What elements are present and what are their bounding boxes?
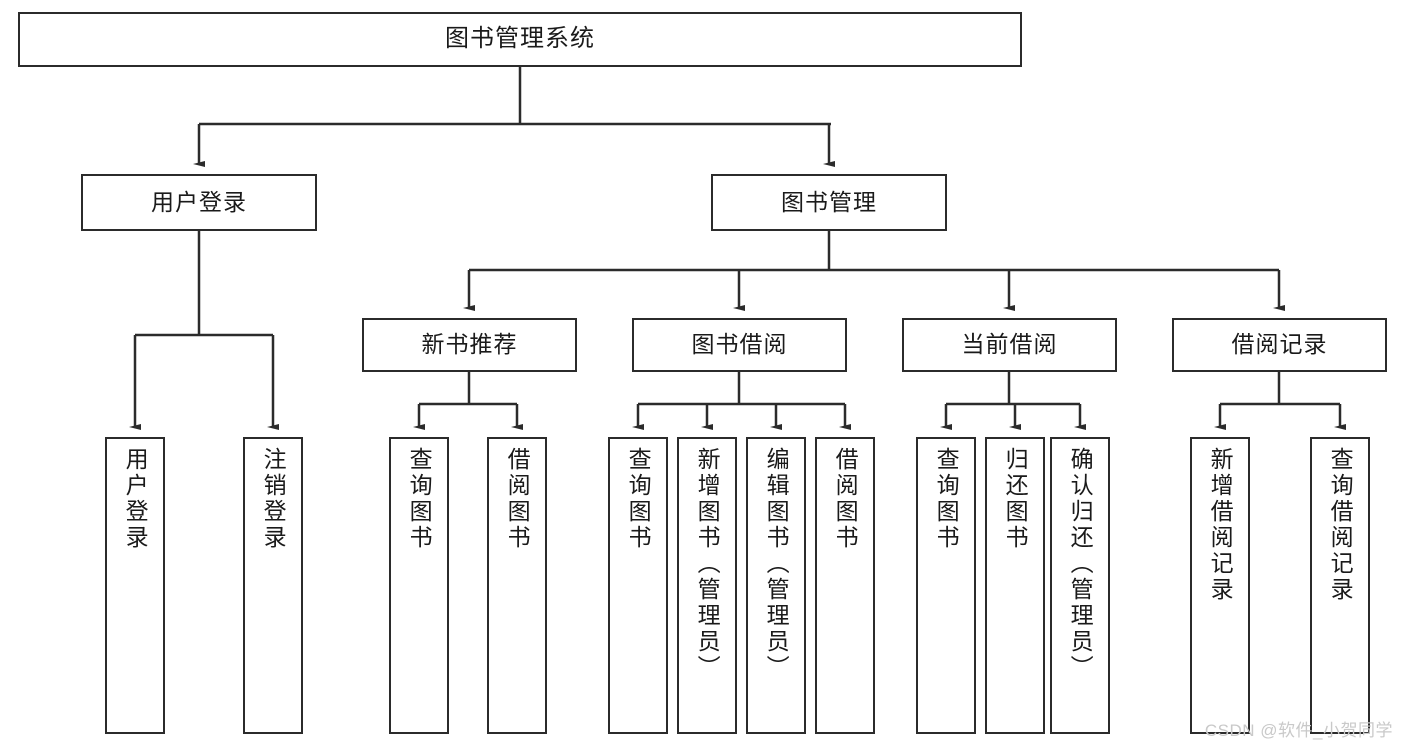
- node-borrow-records-label: 借阅记录: [1231, 331, 1328, 358]
- node-leaf-query-borrow-record[interactable]: 查询借阅记录: [1310, 437, 1370, 734]
- edge-current-borrow-to-leaves: [940, 372, 1086, 430]
- node-leaf-add-book-admin[interactable]: 新增图书（管理员）: [677, 437, 737, 734]
- edge-new-book-recommend-to-leaves: [413, 372, 523, 430]
- node-leaf-query-book-current-label: 查询图书: [933, 447, 960, 551]
- node-leaf-edit-book-admin-label: 编辑图书（管理员）: [763, 447, 790, 681]
- edge-book-borrow-to-leaves: [632, 372, 851, 430]
- node-leaf-query-book-borrow[interactable]: 查询图书: [608, 437, 668, 734]
- edge-root-to-level2: [193, 67, 835, 167]
- node-new-book-recommend[interactable]: 新书推荐: [362, 318, 577, 372]
- node-leaf-query-book-current[interactable]: 查询图书: [916, 437, 976, 734]
- node-leaf-logout[interactable]: 注销登录: [243, 437, 303, 734]
- node-leaf-add-borrow-record-label: 新增借阅记录: [1207, 447, 1234, 603]
- node-leaf-query-book-recommend[interactable]: 查询图书: [389, 437, 449, 734]
- node-leaf-user-login[interactable]: 用户登录: [105, 437, 165, 734]
- node-leaf-add-borrow-record[interactable]: 新增借阅记录: [1190, 437, 1250, 734]
- node-root-label: 图书管理系统: [445, 25, 595, 53]
- edge-user-login-to-leaves: [129, 231, 279, 430]
- node-new-book-recommend-label: 新书推荐: [421, 331, 518, 358]
- node-leaf-confirm-return-admin-label: 确认归还（管理员）: [1067, 447, 1094, 681]
- node-leaf-return-book[interactable]: 归还图书: [985, 437, 1045, 734]
- node-book-borrow-label: 图书借阅: [691, 331, 788, 358]
- node-root[interactable]: 图书管理系统: [18, 12, 1022, 67]
- node-book-borrow[interactable]: 图书借阅: [632, 318, 847, 372]
- edge-book-management-to-level3: [463, 231, 1285, 311]
- node-leaf-borrow-book[interactable]: 借阅图书: [815, 437, 875, 734]
- node-leaf-user-login-label: 用户登录: [122, 447, 149, 551]
- node-leaf-edit-book-admin[interactable]: 编辑图书（管理员）: [746, 437, 806, 734]
- node-book-management[interactable]: 图书管理: [711, 174, 947, 231]
- node-user-login[interactable]: 用户登录: [81, 174, 317, 231]
- node-user-login-label: 用户登录: [151, 188, 247, 215]
- node-leaf-logout-label: 注销登录: [260, 447, 287, 551]
- node-book-management-label: 图书管理: [781, 188, 877, 215]
- node-leaf-query-borrow-record-label: 查询借阅记录: [1327, 447, 1354, 603]
- node-current-borrow[interactable]: 当前借阅: [902, 318, 1117, 372]
- node-leaf-borrow-book-recommend[interactable]: 借阅图书: [487, 437, 547, 734]
- node-leaf-query-book-borrow-label: 查询图书: [625, 447, 652, 551]
- edge-borrow-records-to-leaves: [1214, 372, 1346, 430]
- node-leaf-return-book-label: 归还图书: [1002, 447, 1029, 551]
- node-current-borrow-label: 当前借阅: [961, 331, 1058, 358]
- node-leaf-query-book-recommend-label: 查询图书: [406, 447, 433, 551]
- node-leaf-confirm-return-admin[interactable]: 确认归还（管理员）: [1050, 437, 1110, 734]
- csdn-watermark: CSDN @软件_小贺同学: [1204, 721, 1393, 740]
- node-leaf-add-book-admin-label: 新增图书（管理员）: [694, 447, 721, 681]
- node-leaf-borrow-book-label: 借阅图书: [832, 447, 859, 551]
- node-borrow-records[interactable]: 借阅记录: [1172, 318, 1387, 372]
- node-leaf-borrow-book-recommend-label: 借阅图书: [504, 447, 531, 551]
